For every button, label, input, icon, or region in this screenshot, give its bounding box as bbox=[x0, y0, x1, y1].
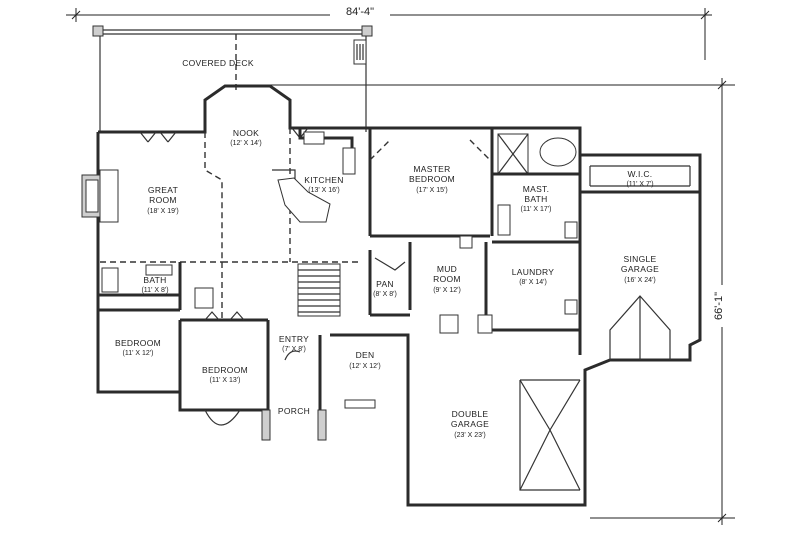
great-room-label-2: ROOM bbox=[149, 195, 177, 205]
great-room-size: (18' X 19') bbox=[147, 208, 178, 215]
covered-deck bbox=[92, 25, 373, 132]
master-bedroom-size: (17' X 15') bbox=[416, 187, 447, 194]
width-label: 84'-4" bbox=[346, 6, 374, 18]
single-garage-label-2: GARAGE bbox=[621, 264, 659, 274]
bedroom-2-size: (11' X 13') bbox=[210, 377, 241, 384]
den-size: (12' X 12') bbox=[349, 363, 380, 370]
single-garage-size: (16' X 24') bbox=[624, 277, 655, 284]
mud-room-label-1: MUD bbox=[437, 264, 457, 274]
bath-label: BATH bbox=[143, 275, 166, 285]
bath-size: (11' X 8') bbox=[141, 287, 168, 294]
pantry-size: (8' X 8') bbox=[373, 291, 397, 298]
porch bbox=[204, 409, 327, 441]
depth-label: 66'-1" bbox=[713, 292, 725, 320]
nook-label: NOOK bbox=[233, 128, 259, 138]
pantry-label: PAN bbox=[376, 279, 394, 289]
room-labels: COVERED DECK NOOK (12' X 14') GREAT ROOM… bbox=[115, 58, 659, 439]
great-room-doors bbox=[139, 127, 309, 143]
covered-deck-label: COVERED DECK bbox=[182, 58, 254, 68]
fireplace bbox=[81, 169, 119, 223]
nook-size: (12' X 14') bbox=[230, 140, 261, 147]
wic-label: W.I.C. bbox=[628, 169, 653, 179]
den-label: DEN bbox=[356, 350, 375, 360]
wic-size: (11' X 7') bbox=[626, 181, 653, 188]
entry-size: (7' X 8') bbox=[282, 346, 306, 353]
kitchen-size: (13' X 16') bbox=[308, 187, 339, 194]
mud-room-label-2: ROOM bbox=[433, 274, 461, 284]
laundry-label: LAUNDRY bbox=[512, 267, 555, 277]
single-garage-label-1: SINGLE bbox=[624, 254, 657, 264]
exterior-walls bbox=[96, 84, 702, 507]
mast-bath-size: (11' X 17') bbox=[521, 206, 552, 213]
bedroom-2-label: BEDROOM bbox=[202, 365, 248, 375]
double-garage-label-2: GARAGE bbox=[451, 419, 489, 429]
entry-label: ENTRY bbox=[279, 334, 309, 344]
mud-room-size: (9' X 12') bbox=[433, 287, 461, 294]
master-bedroom-label-2: BEDROOM bbox=[409, 174, 455, 184]
double-garage-label-1: DOUBLE bbox=[452, 409, 489, 419]
great-room-label-1: GREAT bbox=[148, 185, 178, 195]
laundry-size: (8' X 14') bbox=[519, 279, 547, 286]
porch-label: PORCH bbox=[278, 406, 310, 416]
width-dimension: 84'-4" bbox=[66, 4, 712, 60]
bedroom-1-size: (11' X 12') bbox=[123, 350, 154, 357]
bedroom-1-label: BEDROOM bbox=[115, 338, 161, 348]
depth-dimension: 66'-1" bbox=[270, 78, 735, 525]
mast-bath-label-1: MAST. bbox=[523, 184, 550, 194]
mast-bath-label-2: BATH bbox=[524, 194, 547, 204]
master-bedroom-label-1: MASTER bbox=[413, 164, 450, 174]
kitchen-label: KITCHEN bbox=[304, 175, 343, 185]
double-garage-size: (23' X 23') bbox=[454, 432, 485, 439]
interior-walls bbox=[98, 128, 691, 491]
